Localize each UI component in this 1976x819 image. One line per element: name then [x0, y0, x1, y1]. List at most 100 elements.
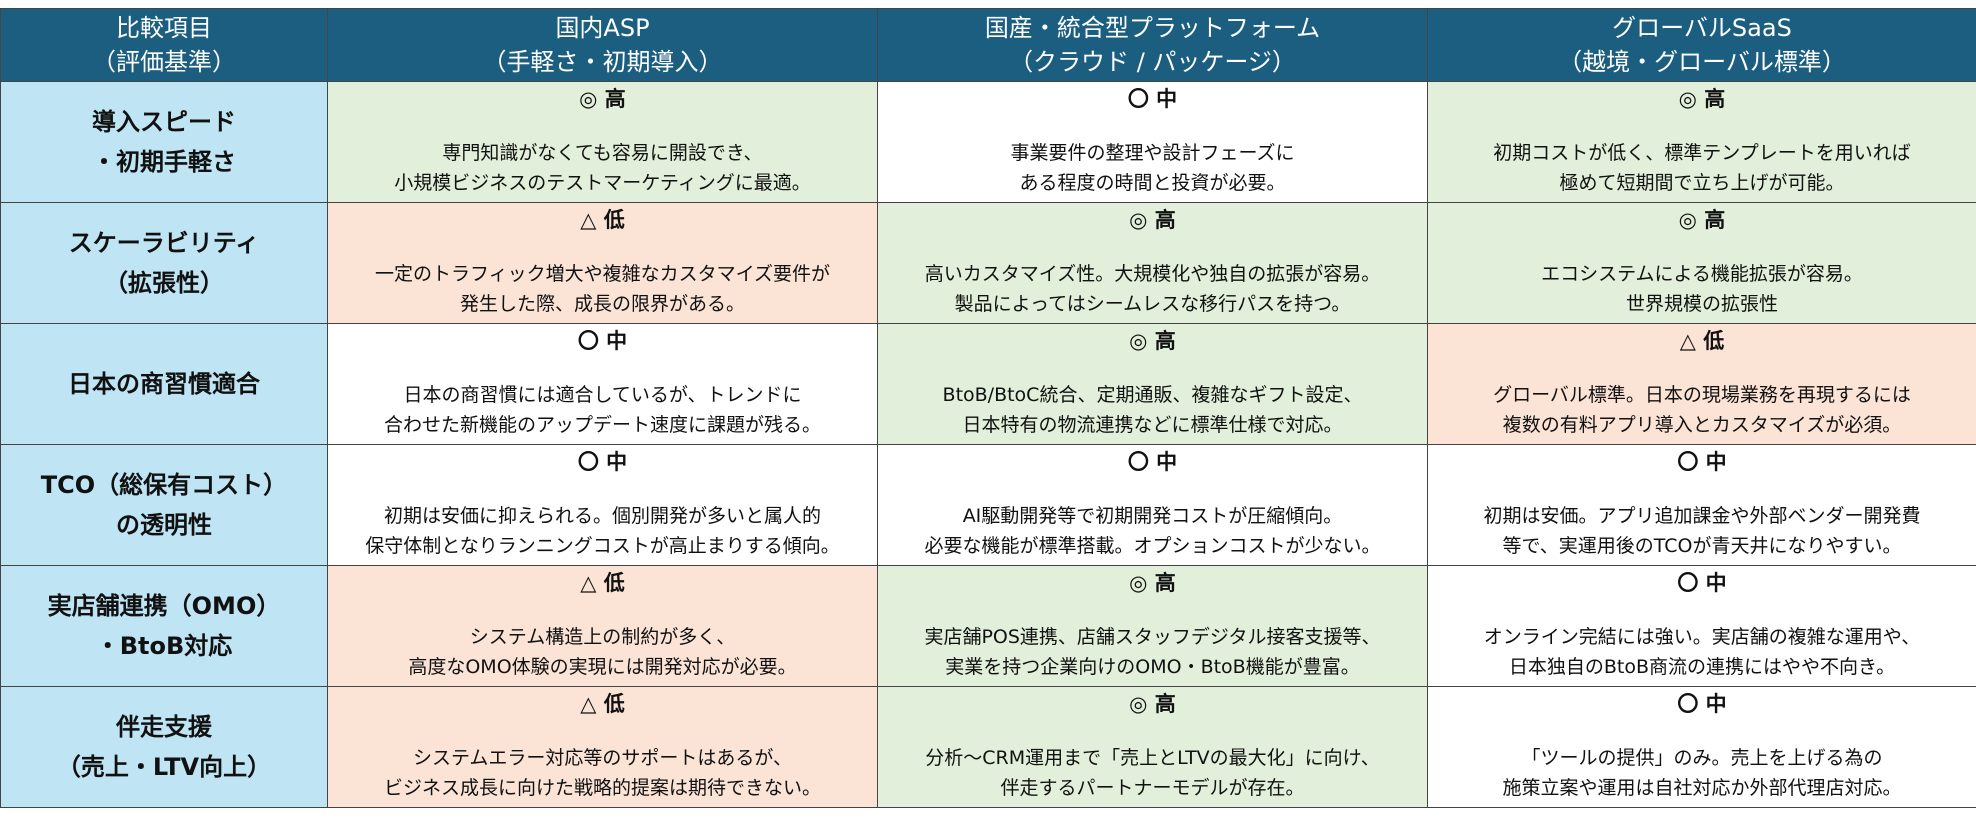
rating-badge: △ 低: [580, 571, 625, 595]
header-row: 比較項目（評価基準） 国内ASP（手軽さ・初期導入） 国産・統合型プラットフォー…: [0, 8, 1976, 82]
rating-description: 「ツールの提供」のみ。売上を上げる為の施策立案や運用は自社対応か外部代理店対応。: [1502, 743, 1901, 803]
table-row: 伴走支援 （売上・LTV向上） △ 低システムエラー対応等のサポートはあるが、ビジネ…: [0, 686, 1976, 808]
description-line: オンライン完結には強い。実店舗の複雑な運用や、: [1483, 626, 1921, 648]
description-line: 「ツールの提供」のみ。売上を上げる為の: [1521, 747, 1883, 769]
rating-badge: 〇 中: [1677, 692, 1727, 716]
rating-cell: △ 低システムエラー対応等のサポートはあるが、ビジネス成長に向けた戦略的提案は期…: [327, 686, 878, 808]
description-line: 実店舗POS連携、店舗スタッフデジタル接客支援等、: [924, 626, 1381, 648]
rating-description: システムエラー対応等のサポートはあるが、ビジネス成長に向けた戦略的提案は期待でき…: [384, 743, 821, 803]
rating-cell: 〇 中初期は安価に抑えられる。個別開発が多いと属人的保守体制となりランニングコス…: [327, 444, 878, 566]
rating-cell: 〇 中「ツールの提供」のみ。売上を上げる為の施策立案や運用は自社対応か外部代理店…: [1427, 686, 1976, 808]
criteria-label: （売上・LTV向上）: [56, 753, 272, 781]
description-line: 高いカスタマイズ性。大規模化や独自の拡張が容易。: [924, 263, 1381, 285]
criteria-label: 実店舗連携（OMO）: [47, 592, 281, 620]
criteria-label: 導入スピード: [92, 108, 236, 136]
rating-cell: ◎ 高分析～CRM運用まで「売上とLTVの最大化」に向け、伴走するパートナーモデ…: [877, 686, 1428, 808]
table-row: 導入スピード・初期手軽さ◎ 高専門知識がなくても容易に開設でき、小規模ビジネスの…: [0, 81, 1976, 203]
rating-cell: △ 低一定のトラフィック増大や複雑なカスタマイズ要件が発生した際、成長の限界があ…: [327, 202, 878, 324]
rating-description: 初期は安価に抑えられる。個別開発が多いと属人的保守体制となりランニングコストが高…: [365, 501, 839, 561]
header-global-saas: グローバルSaaS（越境・グローバル標準）: [1427, 8, 1976, 82]
rating-cell: ◎ 高エコシステムによる機能拡張が容易。世界規模の拡張性: [1427, 202, 1976, 324]
description-line: 分析～CRM運用まで「売上とLTVの最大化」に向け、: [925, 747, 1380, 769]
description-line: 合わせた新機能のアップデート速度に課題が残る。: [383, 414, 821, 436]
description-line: 保守体制となりランニングコストが高止まりする傾向。: [365, 535, 840, 557]
rating-description: 高いカスタマイズ性。大規模化や独自の拡張が容易。製品によってはシームレスな移行パ…: [925, 259, 1380, 319]
description-line: BtoB/BtoC統合、定期通販、複雑なギフト設定、: [942, 384, 1363, 406]
header-domestic-asp: 国内ASP（手軽さ・初期導入）: [327, 8, 878, 82]
description-line: 事業要件の整理や設計フェーズに: [1010, 142, 1295, 164]
rating-description: 実店舗POS連携、店舗スタッフデジタル接客支援等、実業を持つ企業向けのOMO・B…: [924, 622, 1380, 682]
rating-cell: ◎ 高 BtoB/BtoC統合、定期通販、複雑なギフト設定、日本特有の物流連携など…: [877, 323, 1428, 445]
description-line: 製品によってはシームレスな移行パスを持つ。: [954, 293, 1351, 315]
rating-cell: △ 低グローバル標準。日本の現場業務を再現するには複数の有料アプリ導入とカスタマ…: [1427, 323, 1976, 445]
description-line: 施策立案や運用は自社対応か外部代理店対応。: [1502, 777, 1902, 799]
rating-badge: △ 低: [580, 208, 625, 232]
criteria-cell: 導入スピード・初期手軽さ: [0, 81, 328, 203]
description-line: システムエラー対応等のサポートはあるが、: [412, 747, 793, 769]
description-line: 極めて短期間で立ち上げが可能。: [1559, 172, 1845, 194]
rating-description: 一定のトラフィック増大や複雑なカスタマイズ要件が発生した際、成長の限界がある。: [375, 259, 830, 319]
description-line: 初期は安価。アプリ追加課金や外部ベンダー開発費: [1483, 505, 1921, 527]
description-line: 実業を持つ企業向けのOMO・BtoB機能が豊富。: [945, 656, 1360, 678]
rating-badge: ◎ 高: [1129, 692, 1176, 716]
rating-cell: ◎ 高高いカスタマイズ性。大規模化や独自の拡張が容易。製品によってはシームレスな…: [877, 202, 1428, 324]
description-line: 等で、実運用後のTCOが青天井になりやすい。: [1502, 535, 1902, 557]
description-line: 日本特有の物流連携などに標準仕様で対応。: [962, 414, 1343, 436]
table-row: スケーラビリティ（拡張性）△ 低一定のトラフィック増大や複雑なカスタマイズ要件が…: [0, 202, 1976, 324]
criteria-cell: TCO（総保有コスト） の透明性: [0, 444, 328, 566]
rating-badge: 〇 中: [577, 329, 628, 353]
table-row: 実店舗連携（OMO） ・BtoB対応 △ 低システム構造上の制約が多く、高度なOMO…: [0, 565, 1976, 687]
rating-description: 事業要件の整理や設計フェーズにある程度の時間と投資が必要。: [1010, 138, 1294, 198]
rating-badge: 〇 中: [577, 450, 628, 474]
criteria-label: の透明性: [116, 511, 212, 539]
rating-badge: ◎ 高: [1678, 87, 1726, 111]
rating-cell: ◎ 高実店舗POS連携、店舗スタッフデジタル接客支援等、実業を持つ企業向けのOM…: [877, 565, 1428, 687]
rating-description: エコシステムによる機能拡張が容易。世界規模の拡張性: [1541, 259, 1863, 319]
rating-description: 初期コストが低く、標準テンプレートを用いれば極めて短期間で立ち上げが可能。: [1493, 138, 1910, 198]
rating-cell: 〇 中日本の商習慣には適合しているが、トレンドに合わせた新機能のアップデート速度…: [327, 323, 878, 445]
rating-cell: 〇 中オンライン完結には強い。実店舗の複雑な運用や、日本独自のBtoB商流の連携…: [1427, 565, 1976, 687]
rating-cell: ◎ 高専門知識がなくても容易に開設でき、小規模ビジネスのテストマーケティングに最…: [327, 81, 878, 203]
comparison-table: 比較項目（評価基準） 国内ASP（手軽さ・初期導入） 国産・統合型プラットフォー…: [0, 8, 1976, 808]
rating-badge: △ 低: [1679, 329, 1725, 353]
header-criteria: 比較項目（評価基準）: [0, 8, 328, 82]
criteria-cell: 日本の商習慣適合: [0, 323, 328, 445]
rating-badge: 〇 中: [1677, 571, 1727, 595]
description-line: 発生した際、成長の限界がある。: [459, 293, 745, 315]
rating-badge: ◎ 高: [579, 87, 626, 111]
criteria-label: ・BtoB対応: [95, 632, 233, 660]
description-line: 伴走するパートナーモデルが存在。: [1000, 777, 1305, 799]
description-line: 小規模ビジネスのテストマーケティングに最適。: [394, 172, 811, 194]
description-line: 一定のトラフィック増大や複雑なカスタマイズ要件が: [374, 263, 831, 285]
description-line: 初期コストが低く、標準テンプレートを用いれば: [1493, 142, 1911, 164]
table-row: TCO（総保有コスト） の透明性 〇 中初期は安価に抑えられる。個別開発が多いと属人…: [0, 444, 1976, 566]
criteria-cell: 実店舗連携（OMO） ・BtoB対応: [0, 565, 328, 687]
rating-cell: △ 低システム構造上の制約が多く、高度なOMO体験の実現には開発対応が必要。: [327, 565, 878, 687]
rating-cell: 〇 中初期は安価。アプリ追加課金や外部ベンダー開発費等で、実運用後のTCOが青天…: [1427, 444, 1976, 566]
rating-badge: ◎ 高: [1129, 329, 1176, 353]
description-line: 初期は安価に抑えられる。個別開発が多いと属人的: [383, 505, 821, 527]
description-line: 複数の有料アプリ導入とカスタマイズが必須。: [1502, 414, 1902, 436]
criteria-label: 伴走支援: [116, 713, 212, 741]
rating-badge: 〇 中: [1127, 87, 1178, 111]
rating-description: 専門知識がなくても容易に開設でき、小規模ビジネスのテストマーケティングに最適。: [394, 138, 810, 198]
description-line: ビジネス成長に向けた戦略的提案は期待できない。: [383, 777, 821, 799]
criteria-cell: 伴走支援 （売上・LTV向上）: [0, 686, 328, 808]
rating-badge: ◎ 高: [1678, 208, 1726, 232]
rating-description: AI駆動開発等で初期開発コストが圧縮傾向。必要な機能が標準搭載。オプションコスト…: [924, 501, 1380, 561]
description-line: 日本独自のBtoB商流の連携にはやや不向き。: [1508, 656, 1896, 678]
header-integrated-platform: 国産・統合型プラットフォーム（クラウド / パッケージ）: [877, 8, 1428, 82]
rating-description: オンライン完結には強い。実店舗の複雑な運用や、日本独自のBtoB商流の連携にはや…: [1484, 622, 1920, 682]
rating-description: BtoB/BtoC統合、定期通販、複雑なギフト設定、日本特有の物流連携などに標準…: [943, 380, 1363, 440]
rating-description: システム構造上の制約が多く、高度なOMO体験の実現には開発対応が必要。: [408, 622, 796, 682]
description-line: 日本の商習慣には適合しているが、トレンドに: [403, 384, 802, 406]
rating-description: 分析～CRM運用まで「売上とLTVの最大化」に向け、伴走するパートナーモデルが存…: [925, 743, 1380, 803]
criteria-label: TCO（総保有コスト）: [40, 471, 288, 499]
description-line: 世界規模の拡張性: [1625, 293, 1778, 315]
description-line: ある程度の時間と投資が必要。: [1019, 172, 1286, 194]
description-line: 必要な機能が標準搭載。オプションコストが少ない。: [924, 535, 1381, 557]
table-row: 日本の商習慣適合〇 中日本の商習慣には適合しているが、トレンドに合わせた新機能の…: [0, 323, 1976, 445]
description-line: 高度なOMO体験の実現には開発対応が必要。: [408, 656, 797, 678]
rating-cell: ◎ 高初期コストが低く、標準テンプレートを用いれば極めて短期間で立ち上げが可能。: [1427, 81, 1976, 203]
